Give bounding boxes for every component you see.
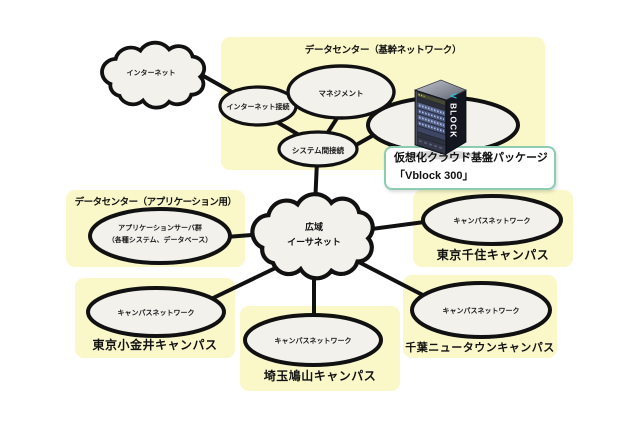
app-servers-label-line2: （各種システム、データベース） [107, 237, 213, 244]
wan-ethernet-cloud-shape [252, 194, 372, 278]
vblock-logo-block: BLOCK [449, 103, 459, 138]
node-management-ellipse [286, 64, 396, 120]
clouds [102, 43, 373, 279]
node-system-link-ellipse [277, 130, 359, 168]
node-senju-network-ellipse [421, 194, 563, 246]
node-hatoyama-network-ellipse [243, 313, 383, 367]
vblock-callout: 仮想化クラウド基盤パッケージ 「Vblock 300」 [384, 146, 556, 190]
app-datacenter-title: データセンター（アプリケーション用） [74, 197, 237, 208]
senju-campus-label: 東京千住キャンパス [436, 248, 550, 262]
app-servers-label-line1: アプリケーションサーバ群 [118, 225, 202, 232]
chiba-network-label: キャンパスネットワーク [442, 308, 520, 315]
internet-link-label: インターネット接続 [226, 104, 290, 111]
koganei-campus-label: 東京小金井キャンパス [92, 338, 218, 352]
koganei-network-label: キャンパスネットワーク [117, 310, 195, 317]
vblock-callout-line1: 仮想化クラウド基盤パッケージ [394, 152, 548, 164]
server-drive-leds [419, 104, 444, 133]
vblock-logo-v: V [449, 93, 459, 100]
server-shadow [412, 150, 474, 160]
node-koganei-network-ellipse [86, 286, 226, 338]
senju-network-label: キャンパスネットワーク [453, 218, 531, 225]
wan-cloud-label-line2: イーサネット [287, 237, 341, 247]
core-datacenter-title: データセンター（基幹ネットワーク） [304, 45, 462, 56]
chiba-campus-label: 千葉ニュータウンキャンパス [405, 342, 555, 354]
node-chiba-network-ellipse [410, 281, 552, 339]
internet-cloud-label: インターネット [126, 70, 176, 77]
internet-cloud-shape [102, 43, 204, 108]
vblock-server-image: V BLOCK [412, 79, 474, 160]
wan-cloud-label-line1: 広域 [304, 222, 323, 232]
edge-wan-to-senju [362, 219, 434, 232]
hatoyama-campus-label: 埼玉鳩山キャンパス [263, 369, 377, 383]
management-label: マネジメント [318, 89, 364, 98]
node-app-servers-ellipse [88, 207, 232, 265]
hatoyama-network-label: キャンパスネットワーク [274, 338, 352, 345]
node-ellipses [86, 64, 563, 367]
vblock-callout-line2: 「Vblock 300」 [394, 170, 474, 182]
server-front-face [414, 89, 447, 156]
system-link-label: システム間接続 [291, 146, 345, 155]
